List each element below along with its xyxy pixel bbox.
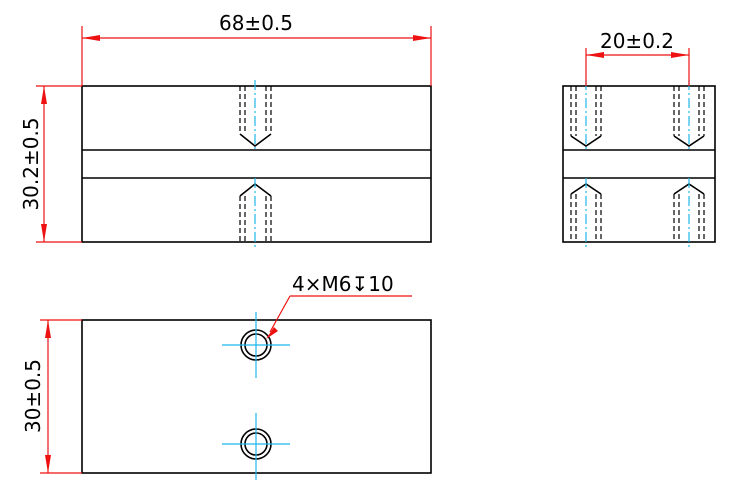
side-view-hole-right-lower (673, 178, 705, 248)
thread-callout: 4×M6↧10 (266, 272, 412, 339)
height-dimension: 30.2±0.5 (19, 85, 82, 243)
front-view-outline (81, 85, 432, 243)
front-view: 68±0.5 30.2±0.5 (19, 11, 432, 248)
top-view-hole-upper (222, 312, 290, 378)
side-view-hole-right-upper (673, 80, 705, 152)
height-dimension-label: 30.2±0.5 (19, 117, 43, 210)
top-view-hole-lower (222, 413, 290, 480)
width-dimension-label: 68±0.5 (219, 11, 293, 35)
front-view-upper-hole-hidden (239, 80, 272, 152)
side-view-outline (562, 85, 716, 243)
thread-callout-label: 4×M6↧10 (292, 272, 394, 296)
side-view-hole-left-upper (570, 80, 602, 152)
hole-spacing-dimension: 20±0.2 (585, 29, 690, 86)
width-dimension: 68±0.5 (81, 11, 432, 86)
depth-dimension: 30±0.5 (21, 319, 82, 474)
front-view-lower-hole-hidden (239, 178, 272, 248)
side-view-hole-left-lower (570, 178, 602, 248)
depth-dimension-label: 30±0.5 (21, 359, 45, 433)
side-view: 20±0.2 (562, 29, 716, 248)
hole-spacing-dimension-label: 20±0.2 (600, 29, 674, 53)
top-view: 4×M6↧10 30±0.5 (21, 272, 432, 480)
